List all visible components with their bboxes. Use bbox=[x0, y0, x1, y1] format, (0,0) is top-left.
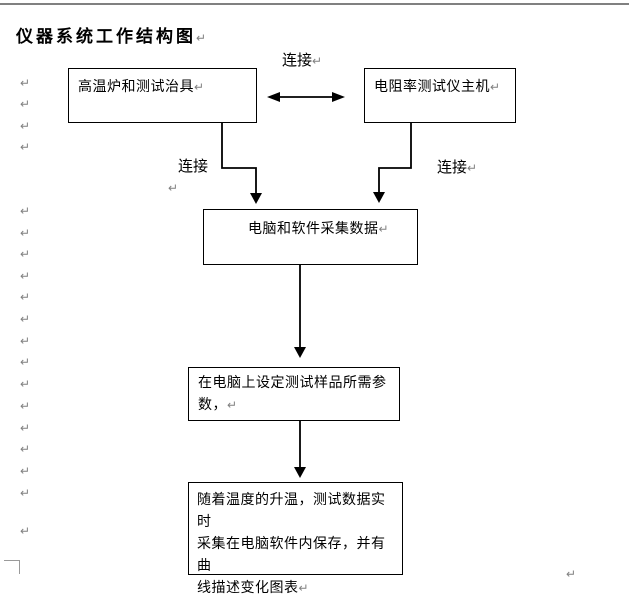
box-label: 高温炉和测试治具 bbox=[78, 78, 194, 94]
flowchart-box-resistivity-tester[interactable]: 电阻率测试仪主机↵ bbox=[364, 68, 516, 123]
paragraph-mark: ↵ bbox=[20, 377, 31, 391]
paragraph-mark: ↵ bbox=[20, 334, 31, 348]
paragraph-mark: ↵ bbox=[490, 80, 501, 94]
connector-label-top[interactable]: 连接↵ bbox=[282, 53, 322, 69]
box-label: 电脑和软件采集数据 bbox=[248, 220, 379, 236]
connector-label-left[interactable]: 连接 bbox=[178, 159, 208, 174]
paragraph-mark: ↵ bbox=[20, 464, 31, 478]
elbow-arrow-furnace-to-computer[interactable] bbox=[221, 123, 262, 204]
connector-label-text: 连接 bbox=[178, 158, 209, 175]
paragraph-mark: ↵ bbox=[20, 269, 31, 283]
paragraph-mark: ↵ bbox=[20, 290, 31, 304]
paragraph-mark: ↵ bbox=[20, 204, 31, 218]
paragraph-mark: ↵ bbox=[467, 161, 478, 175]
elbow-arrow-tester-to-computer[interactable] bbox=[373, 123, 412, 203]
paragraph-mark: ↵ bbox=[194, 80, 205, 94]
paragraph-mark: ↵ bbox=[168, 181, 179, 195]
paragraph-mark: ↵ bbox=[196, 31, 207, 45]
paragraph-mark: ↵ bbox=[20, 76, 31, 90]
arrow-computer-to-parameters[interactable] bbox=[294, 265, 306, 358]
paragraph-mark: ↵ bbox=[227, 398, 238, 412]
page-top-rule bbox=[0, 3, 629, 5]
flowchart-arrows-layer bbox=[221, 92, 412, 478]
connector-label-right[interactable]: 连接↵ bbox=[437, 160, 477, 176]
paragraph-mark: ↵ bbox=[20, 524, 31, 538]
flowchart-box-realtime-collection[interactable]: 随着温度的升温，测试数据实时 采集在电脑软件内保存，并有曲 线描述变化图表↵ bbox=[188, 482, 403, 595]
paragraph-mark: ↵ bbox=[20, 312, 31, 326]
paragraph-mark: ↵ bbox=[20, 226, 31, 240]
flowchart-box-computer-software[interactable]: 电脑和软件采集数据↵ bbox=[203, 209, 418, 265]
paragraph-mark: ↵ bbox=[378, 222, 389, 236]
box-label: 在电脑上设定测试样品所需参 数， bbox=[198, 374, 387, 412]
flowchart-box-set-parameters[interactable]: 在电脑上设定测试样品所需参 数，↵ bbox=[188, 367, 400, 421]
document-title-text: 仪器系统工作结构图 bbox=[16, 27, 196, 46]
box-label: 随着温度的升温，测试数据实时 采集在电脑软件内保存，并有曲 线描述变化图表 bbox=[197, 491, 386, 595]
paragraph-mark: ↵ bbox=[20, 247, 31, 261]
document-page: { "document": { "title": "仪器系统工作结构图", "p… bbox=[0, 3, 629, 595]
paragraph-mark: ↵ bbox=[20, 421, 31, 435]
connector-label-text: 连接 bbox=[437, 159, 468, 176]
paragraph-mark: ↵ bbox=[20, 355, 31, 369]
connector-label-text: 连接 bbox=[282, 52, 313, 69]
document-title[interactable]: 仪器系统工作结构图↵ bbox=[16, 22, 206, 47]
flowchart-box-furnace-fixture[interactable]: 高温炉和测试治具↵ bbox=[68, 68, 257, 123]
arrow-parameters-to-collection[interactable] bbox=[294, 421, 306, 478]
double-arrow-connector[interactable] bbox=[267, 92, 345, 102]
paragraph-mark: ↵ bbox=[20, 119, 31, 133]
paragraph-mark: ↵ bbox=[20, 140, 31, 154]
paragraph-mark: ↵ bbox=[312, 54, 323, 68]
paragraph-mark: ↵ bbox=[20, 97, 31, 111]
paragraph-mark: ↵ bbox=[20, 486, 31, 500]
paragraph-mark: ↵ bbox=[566, 567, 577, 581]
box-label: 电阻率测试仪主机 bbox=[374, 78, 490, 94]
page-margin-corner-mark bbox=[4, 560, 20, 574]
paragraph-mark: ↵ bbox=[20, 399, 31, 413]
paragraph-mark: ↵ bbox=[20, 442, 31, 456]
